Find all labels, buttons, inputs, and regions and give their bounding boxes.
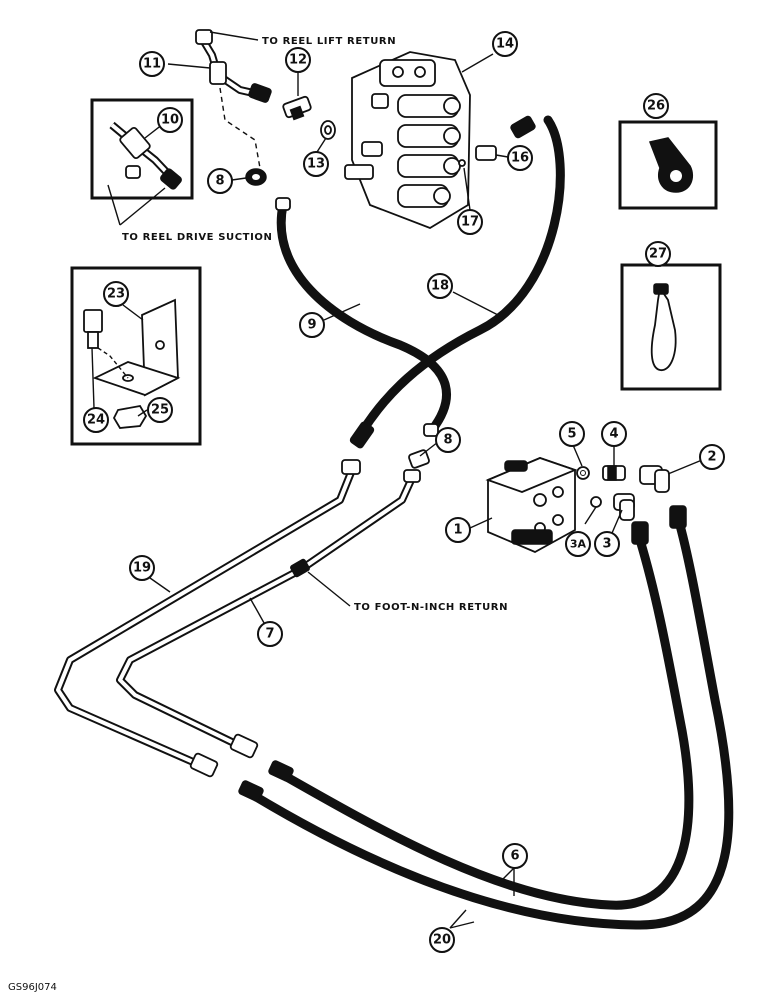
svg-text:7: 7 [265, 627, 274, 642]
callout-8-lower: 8 [435, 427, 461, 453]
svg-text:19: 19 [133, 561, 151, 576]
fitting-16 [475, 145, 497, 161]
svg-text:5: 5 [567, 427, 576, 442]
svg-text:13: 13 [307, 157, 325, 172]
callout-17: 17 [457, 209, 483, 235]
hose-6 [268, 535, 694, 910]
svg-text:24: 24 [87, 413, 105, 428]
callout-13: 13 [303, 151, 329, 177]
tee-fitting-11 [195, 29, 272, 169]
callout-6: 6 [502, 843, 528, 869]
inset-strap-27 [620, 263, 722, 391]
callout-12: 12 [285, 47, 311, 73]
control-valve-14 [344, 51, 471, 229]
hose-18-end-fittings [275, 115, 536, 449]
svg-text:3: 3 [602, 537, 611, 552]
svg-text:14: 14 [496, 37, 514, 52]
washer-3a [590, 496, 602, 508]
callout-11: 11 [139, 51, 165, 77]
callout-2: 2 [699, 444, 725, 470]
steering-motor-1 [485, 457, 578, 553]
callout-4: 4 [601, 421, 627, 447]
svg-text:18: 18 [431, 279, 449, 294]
svg-text:27: 27 [649, 247, 667, 262]
washer-13 [320, 120, 336, 140]
washer-5 [576, 466, 590, 480]
svg-text:25: 25 [151, 403, 169, 418]
tube-19 [54, 459, 361, 778]
svg-text:2: 2 [707, 450, 716, 465]
callout-9: 9 [299, 312, 325, 338]
callout-27: 27 [645, 241, 671, 267]
svg-text:4: 4 [609, 427, 618, 442]
svg-text:11: 11 [143, 57, 161, 72]
elbow-fitting-3 [613, 493, 635, 521]
svg-text:20: 20 [433, 933, 451, 948]
inset-clamp-26 [618, 120, 718, 210]
callout-26: 26 [643, 93, 669, 119]
svg-text:9: 9 [307, 318, 316, 333]
svg-text:16: 16 [511, 151, 529, 166]
svg-text:8: 8 [215, 174, 224, 189]
callout-19: 19 [129, 555, 155, 581]
callout-23: 23 [103, 281, 129, 307]
elbow-fitting-2 [639, 465, 670, 493]
callout-18: 18 [427, 273, 453, 299]
tube-7 [116, 469, 421, 759]
hose-20 [238, 505, 734, 930]
svg-text:10: 10 [161, 113, 179, 128]
svg-text:17: 17 [461, 215, 479, 230]
callout-7: 7 [257, 621, 283, 647]
callout-20: 20 [429, 927, 455, 953]
fitting-8-lower [408, 449, 430, 469]
callout-24: 24 [83, 407, 109, 433]
svg-text:3A: 3A [570, 538, 587, 551]
callout-5: 5 [559, 421, 585, 447]
svg-text:6: 6 [510, 849, 519, 864]
callout-1: 1 [445, 517, 471, 543]
callout-3a: 3A [565, 531, 591, 557]
fitting-4 [602, 465, 626, 481]
figure-code: GS96J074 [8, 982, 57, 993]
washer-17 [458, 159, 466, 167]
callout-14: 14 [492, 31, 518, 57]
svg-text:8: 8 [443, 433, 452, 448]
callout-3: 3 [594, 531, 620, 557]
hose-18 [357, 115, 565, 437]
svg-text:12: 12 [289, 53, 307, 68]
callout-10: 10 [157, 107, 183, 133]
hose-9 [276, 200, 451, 435]
callout-25: 25 [147, 397, 173, 423]
svg-text:1: 1 [453, 523, 462, 538]
clamp-8-top [245, 168, 267, 186]
svg-text:26: 26 [647, 99, 665, 114]
fitting-12 [282, 95, 312, 121]
svg-text:23: 23 [107, 287, 125, 302]
note-reel-lift-return: TO REEL LIFT RETURN [262, 36, 396, 47]
note-foot-n-inch-return: TO FOOT-N-INCH RETURN [354, 602, 508, 613]
callout-16: 16 [507, 145, 533, 171]
note-reel-drive-suction: TO REEL DRIVE SUCTION [122, 232, 272, 243]
callout-8-top: 8 [207, 168, 233, 194]
